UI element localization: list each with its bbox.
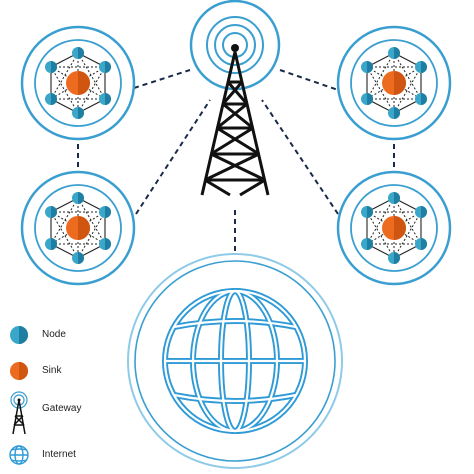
sensor-cluster-mid-left [20,170,136,286]
sink-icon [10,362,28,380]
legend-sink-label: Sink [42,365,62,376]
legend-node-label: Node [42,329,66,340]
legend-gateway-label: Gateway [42,403,82,414]
link-mr-tower [261,99,339,215]
link-tr-gateway [279,69,339,91]
sensor-cluster-top-left [20,25,136,141]
link-ml-tower [135,99,211,215]
legend [9,326,29,465]
internet-icon [9,445,29,465]
node-icon [10,326,28,344]
sensor-cluster-mid-right [336,170,452,286]
sensor-cluster-top-right [336,25,452,141]
gateway-tower [200,44,270,197]
internet-globe [127,253,343,469]
link-tl-gateway [133,69,191,89]
gateway-icon [10,391,28,435]
legend-internet-label: Internet [42,449,76,460]
